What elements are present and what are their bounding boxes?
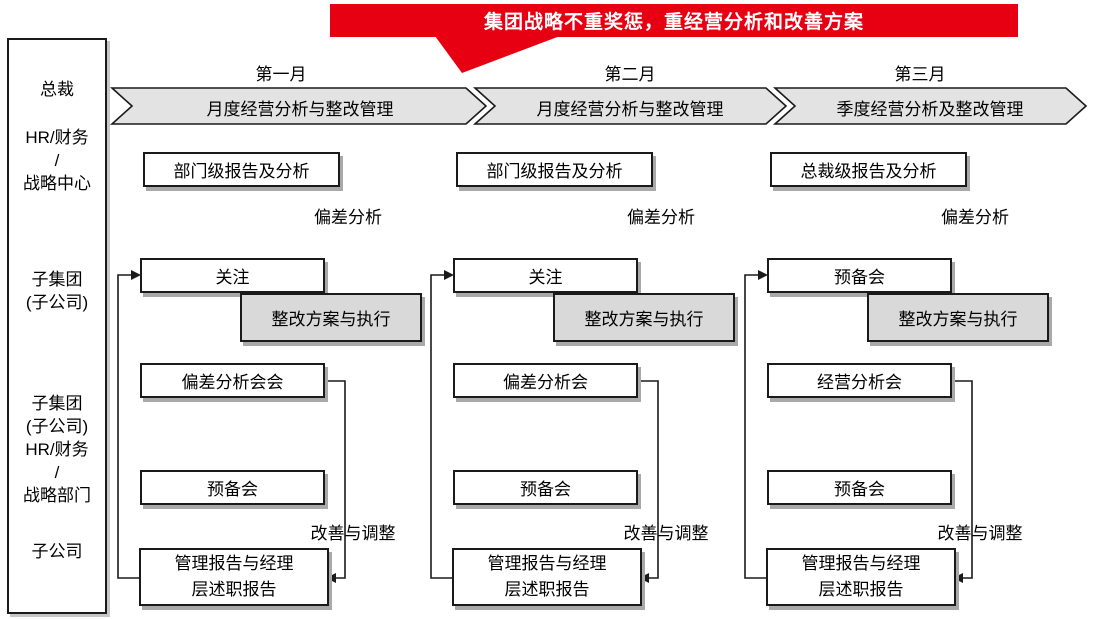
management-report-line: 管理报告与经理 xyxy=(174,554,294,573)
swimlane-hr-finance-strategy-center: HR/财务 / 战略中心 xyxy=(9,126,105,195)
swimlane-line: HR/财务 xyxy=(25,440,89,459)
focus-box: 预备会 xyxy=(767,258,952,293)
deviation-analysis-label: 偏差分析 xyxy=(941,208,1009,227)
process-column-month1: 部门级报告及分析 偏差分析 关注 整改方案与执行 偏差分析会会 预备会 改善与调… xyxy=(118,145,448,619)
timeline-chevron-band xyxy=(109,87,1088,125)
management-report-line: 管理报告与经理 xyxy=(487,554,607,573)
swimlane-subgroup: 子集团 (子公司) xyxy=(9,268,105,314)
month-label-1: 第一月 xyxy=(255,65,307,84)
report-analysis-box: 部门级报告及分析 xyxy=(456,152,653,187)
swimlane-line: HR/财务 xyxy=(25,128,89,147)
process-column-month3: 总裁级报告及分析 偏差分析 预备会 整改方案与执行 经营分析会 预备会 改善与调… xyxy=(745,145,1075,619)
month-label-2: 第二月 xyxy=(604,65,656,84)
connector-loop-col1 xyxy=(117,274,346,579)
swimlane-line: / xyxy=(54,151,60,170)
deviation-analysis-label: 偏差分析 xyxy=(627,208,695,227)
improve-adjust-label: 改善与调整 xyxy=(937,524,1023,543)
management-report-line: 管理报告与经理 xyxy=(801,554,921,573)
deviation-meeting-box: 偏差分析会会 xyxy=(140,363,325,398)
management-report-line: 层述职报告 xyxy=(191,580,277,599)
strategy-banner: 集团战略不重奖惩，重经营分析和改善方案 xyxy=(330,4,1018,37)
report-analysis-box: 总裁级报告及分析 xyxy=(770,152,967,187)
connector-loop-col2 xyxy=(430,274,659,579)
report-analysis-box: 部门级报告及分析 xyxy=(143,152,340,187)
swimlane-line: (子公司) xyxy=(25,293,89,312)
month-label-3: 第三月 xyxy=(894,65,946,84)
deviation-analysis-label: 偏差分析 xyxy=(314,208,382,227)
chevron-segment-2 xyxy=(472,87,788,125)
swimlane-president: 总裁 xyxy=(9,78,105,101)
swimlane-line: / xyxy=(54,463,60,482)
phase-label-2: 月度经营分析与整改管理 xyxy=(536,100,724,119)
rectification-plan-box: 整改方案与执行 xyxy=(867,293,1049,342)
management-report-box: 管理报告与经理 层述职报告 xyxy=(452,548,642,606)
swimlane-line: 战略中心 xyxy=(23,174,91,193)
improve-adjust-label: 改善与调整 xyxy=(310,524,396,543)
management-report-line: 层述职报告 xyxy=(818,580,904,599)
swimlane-line: 子集团 xyxy=(31,270,83,289)
connector-loop-col3 xyxy=(744,274,973,579)
chevron-segment-3 xyxy=(772,87,1088,125)
swimlane-line: 子公司 xyxy=(31,542,83,561)
deviation-meeting-box: 偏差分析会 xyxy=(453,363,638,398)
improve-adjust-label: 改善与调整 xyxy=(623,524,709,543)
rectification-plan-box: 整改方案与执行 xyxy=(240,293,422,342)
swimlane-subsidiary: 子公司 xyxy=(9,540,105,563)
management-report-line: 层述职报告 xyxy=(504,580,590,599)
rectification-plan-box: 整改方案与执行 xyxy=(553,293,735,342)
swimlane-line: (子公司) xyxy=(25,417,89,436)
focus-box: 关注 xyxy=(453,258,638,293)
chevron-segment-1 xyxy=(109,87,488,125)
prep-meeting-box: 预备会 xyxy=(453,470,638,505)
swimlane-line: 子集团 xyxy=(31,394,83,413)
prep-meeting-box: 预备会 xyxy=(767,470,952,505)
swimlane-line: 战略部门 xyxy=(23,486,91,505)
process-column-month2: 部门级报告及分析 偏差分析 关注 整改方案与执行 偏差分析会 预备会 改善与调整… xyxy=(431,145,761,619)
management-report-box: 管理报告与经理 层述职报告 xyxy=(139,548,329,606)
prep-meeting-box: 预备会 xyxy=(140,470,325,505)
focus-box: 关注 xyxy=(140,258,325,293)
management-report-box: 管理报告与经理 层述职报告 xyxy=(766,548,956,606)
phase-label-1: 月度经营分析与整改管理 xyxy=(206,100,394,119)
swimlane-line: 总裁 xyxy=(40,80,74,99)
arrowhead-icon-col3 xyxy=(758,270,963,583)
swimlane-subgroup-hr-finance-strategy-dept: 子集团 (子公司) HR/财务 / 战略部门 xyxy=(9,392,105,507)
business-analysis-meeting-box: 经营分析会 xyxy=(767,363,952,398)
phase-label-3: 季度经营分析及整改管理 xyxy=(836,100,1024,119)
arrowhead-icon-col1 xyxy=(131,270,336,583)
swimlane-label-box: 总裁 HR/财务 / 战略中心 子集团 (子公司) 子集团 (子公司) HR/财… xyxy=(7,38,107,614)
arrowhead-icon-col2 xyxy=(444,270,649,583)
